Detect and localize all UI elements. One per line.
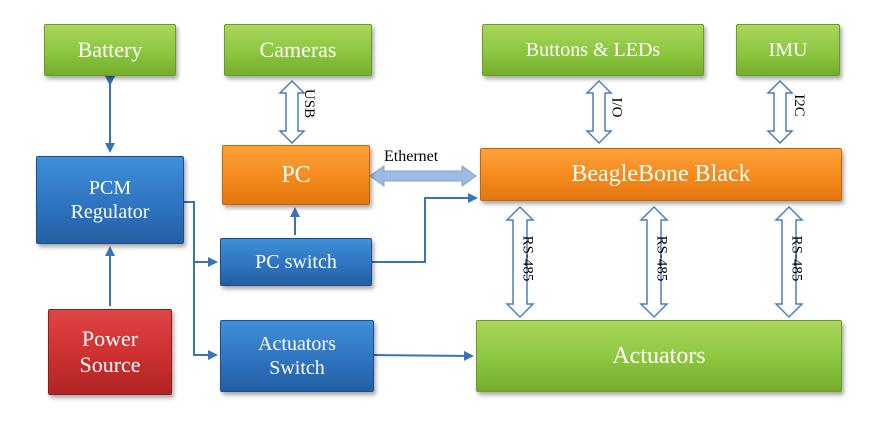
- rs485-label-1: RS-485: [519, 235, 536, 282]
- pcm-regulator-label-line1: PCM: [88, 177, 132, 199]
- battery-label: Battery: [77, 36, 143, 62]
- usb-label: USB: [301, 88, 318, 119]
- pc-block: PC: [222, 145, 370, 205]
- ethernet-label: Ethernet: [384, 148, 439, 165]
- actuators-switch-block: Actuators Switch: [220, 320, 374, 392]
- ethernet-link: [369, 165, 477, 187]
- io-link: [585, 79, 613, 145]
- pc-label: PC: [281, 161, 311, 188]
- buttons-leds-label: Buttons & LEDs: [525, 39, 661, 61]
- beaglebone-block: BeagleBone Black: [480, 148, 842, 201]
- pcm-actuators-switch-link: [193, 262, 218, 360]
- i2c-label: I2C: [790, 94, 807, 117]
- pcm-regulator-label-line2: Regulator: [70, 201, 150, 223]
- cameras-block: Cameras: [224, 24, 372, 76]
- usb-link: [278, 79, 306, 145]
- power-source-label-line2: Source: [79, 352, 141, 377]
- rs485-label-3: RS-485: [788, 235, 805, 282]
- pc-switch-beaglebone-link: [372, 193, 478, 263]
- pcm-pc-switch-link: [184, 201, 218, 267]
- rs485-link-2: [639, 205, 669, 319]
- beaglebone-label: BeagleBone Black: [571, 161, 751, 188]
- rs485-label-2: RS-485: [653, 235, 670, 282]
- pcm-regulator-block: PCM Regulator: [36, 156, 184, 244]
- actuators-switch-label-line1: Actuators: [258, 333, 336, 355]
- power-source-label-line1: Power: [81, 325, 139, 351]
- imu-block: IMU: [736, 24, 840, 76]
- buttons-leds-block: Buttons & LEDs: [482, 24, 704, 76]
- actuators-label: Actuators: [612, 342, 706, 369]
- cameras-label: Cameras: [259, 36, 337, 62]
- actuators-switch-actuators-link: [373, 350, 474, 361]
- rs485-link-3: [774, 205, 804, 319]
- actuators-switch-label-line2: Switch: [269, 357, 325, 379]
- imu-label: IMU: [768, 39, 808, 61]
- battery-block: Battery: [44, 24, 176, 76]
- i2c-link: [766, 79, 794, 145]
- pc-switch-block: PC switch: [220, 238, 372, 286]
- power-source-block: Power Source: [48, 309, 172, 395]
- actuators-block: Actuators: [476, 320, 842, 392]
- rs485-link-1: [505, 205, 535, 319]
- io-label: I/O: [608, 97, 625, 118]
- pc-switch-label: PC switch: [255, 251, 337, 273]
